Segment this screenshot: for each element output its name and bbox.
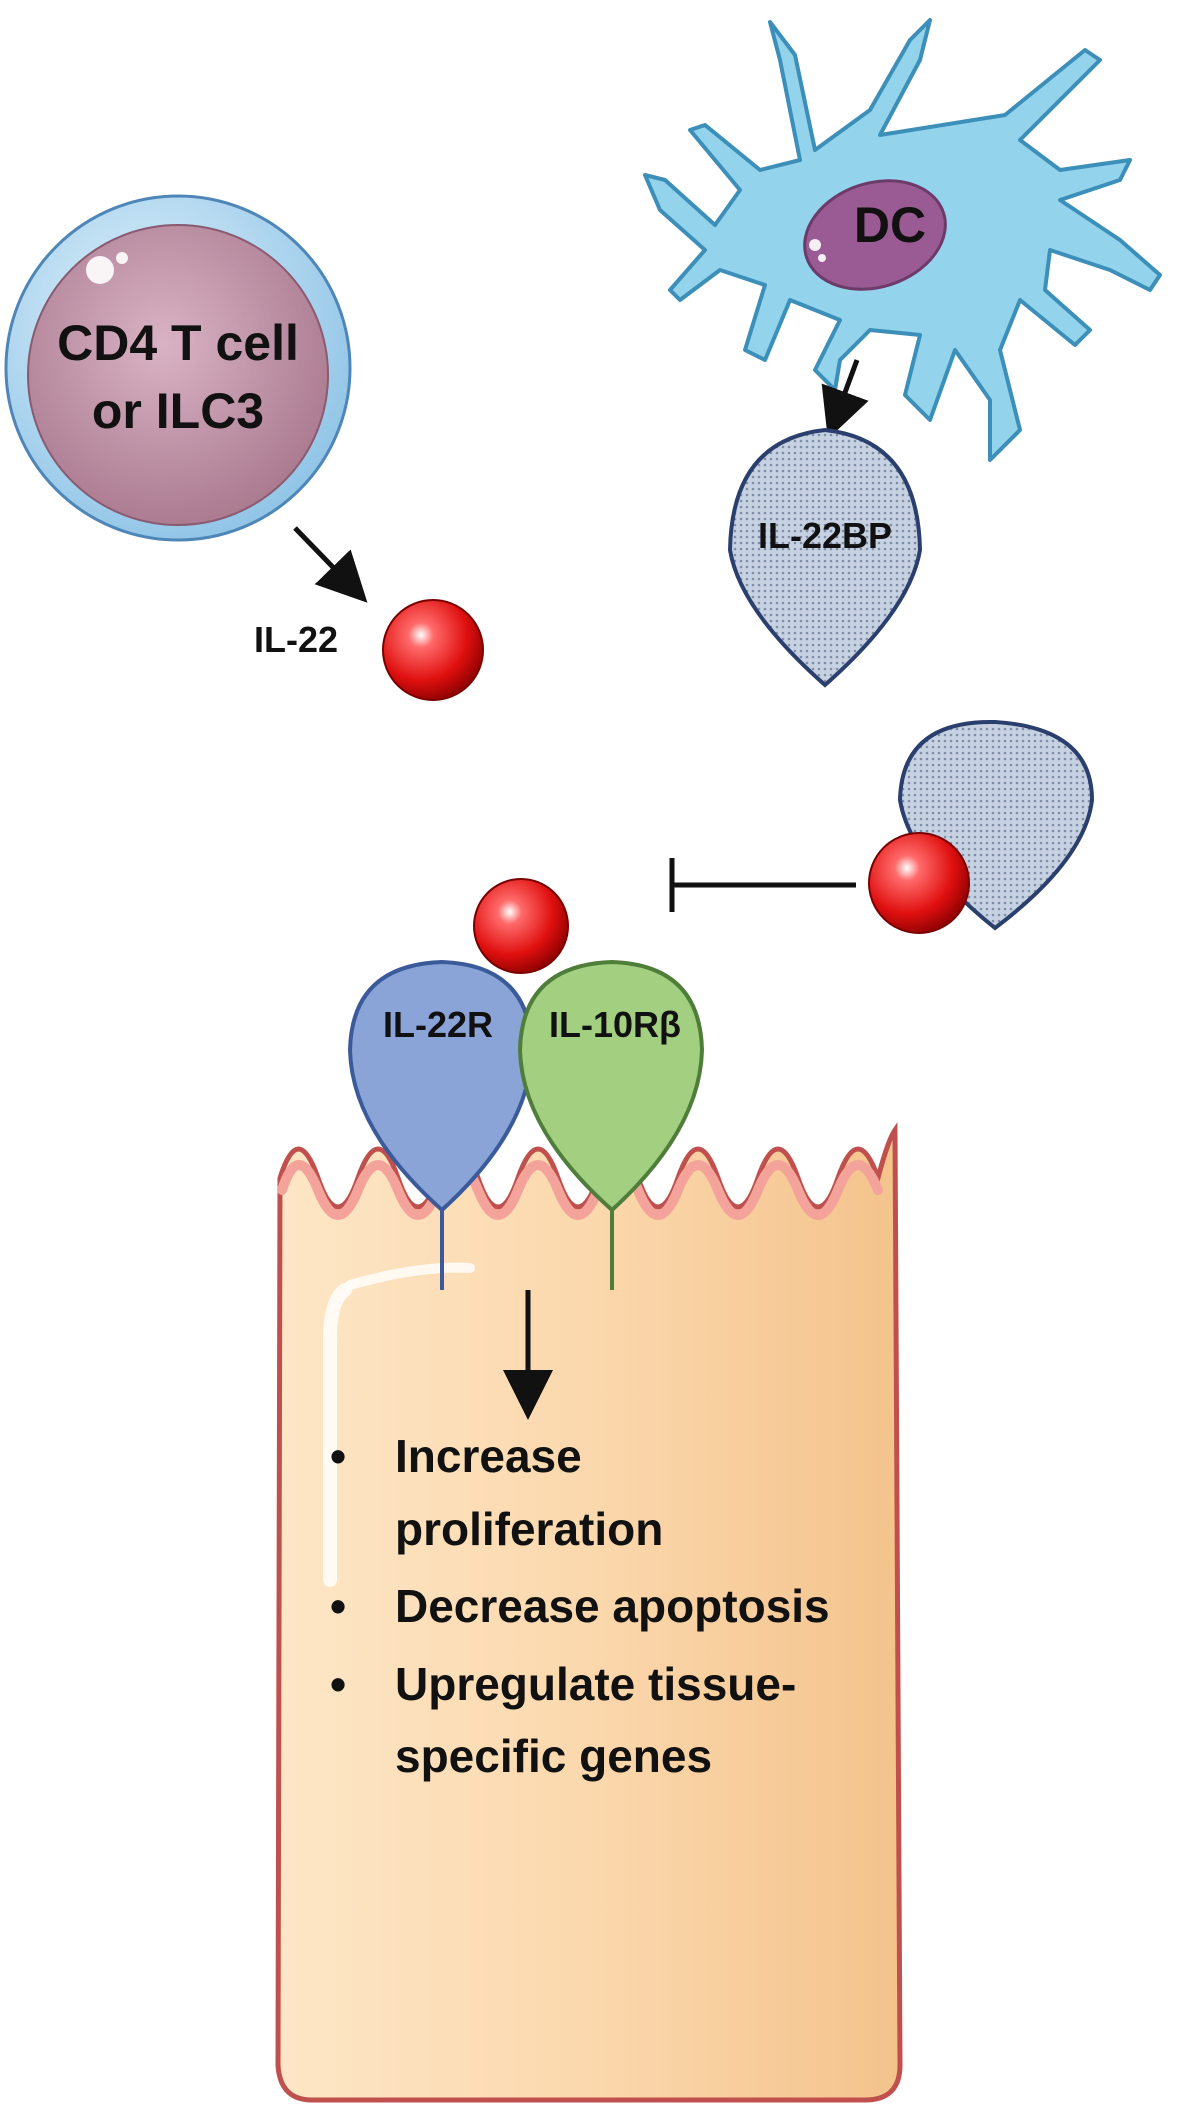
outcome-1-line-1: Increase	[395, 1430, 582, 1482]
cd4-t-cell	[4, 194, 352, 542]
epithelial-highlight	[323, 1283, 352, 1587]
il22bp-free	[727, 427, 923, 688]
microvilli-band	[277, 1160, 883, 1220]
dc-to-il22bp-arrow	[821, 359, 869, 440]
tcell-label-line2: or ILC3	[92, 383, 264, 439]
il10rb-receptor	[517, 959, 705, 1290]
outcome-bullet-1: •	[330, 1430, 346, 1482]
il22r-receptor	[347, 959, 535, 1290]
il22r-label: IL-22R	[383, 1004, 493, 1045]
outcome-3-line-2: specific genes	[395, 1730, 712, 1782]
il22-bp-bound-molecule	[868, 832, 970, 934]
outcome-bullet-2: •	[330, 1580, 346, 1632]
outcome-2-line-1: Decrease apoptosis	[395, 1580, 830, 1632]
outcomes-list: • Increase proliferation • Decrease apop…	[330, 1430, 830, 1782]
outcome-3-line-1: Upregulate tissue-	[395, 1658, 796, 1710]
il22-label: IL-22	[254, 619, 338, 660]
il10rb-label: IL-10Rβ	[549, 1004, 681, 1045]
outcome-bullet-3: •	[330, 1658, 346, 1710]
dc-label: DC	[854, 197, 926, 253]
tcell-to-il22-arrow	[293, 526, 368, 603]
dendritic-cell	[643, 18, 1162, 462]
il22bp-label: IL-22BP	[758, 515, 892, 556]
il22-free-molecule	[382, 599, 484, 701]
inhibition-arrow	[669, 858, 856, 912]
tcell-label-line1: CD4 T cell	[57, 315, 299, 371]
il22-bound-molecule	[473, 878, 569, 974]
outcome-1-line-2: proliferation	[395, 1503, 663, 1555]
